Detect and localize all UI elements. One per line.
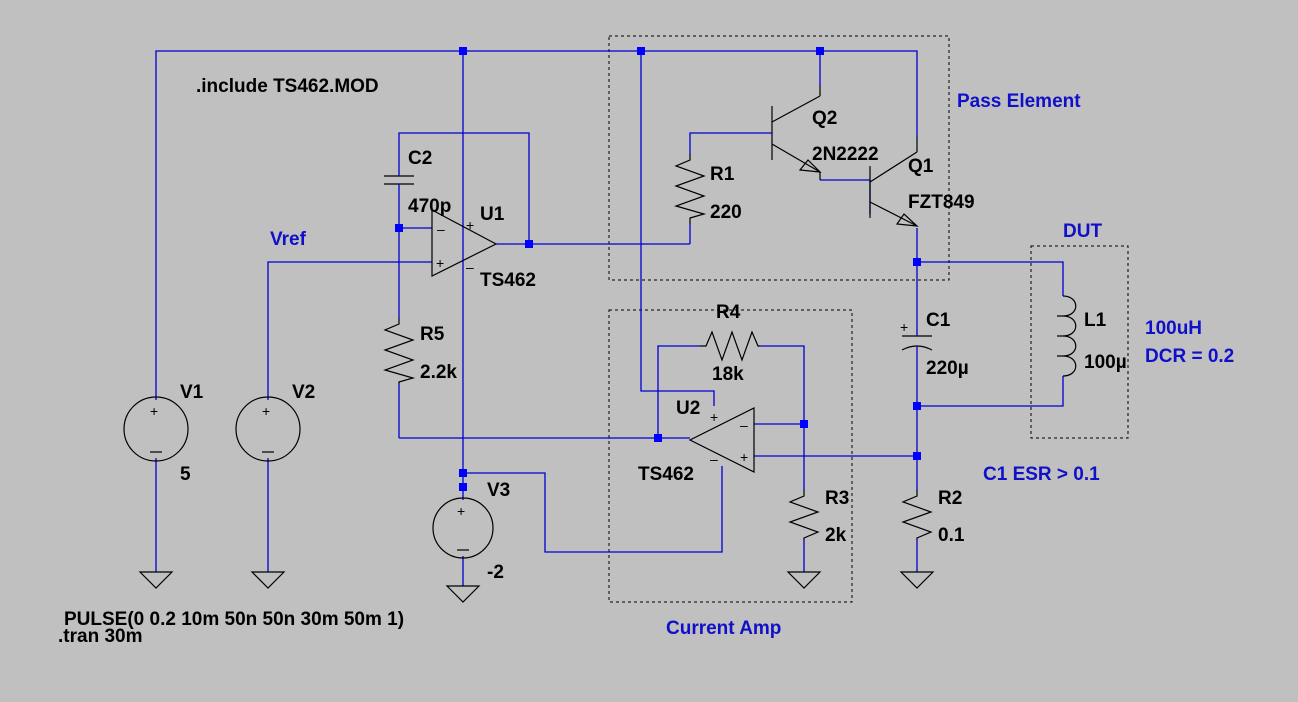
tran-directive: .tran 30m: [58, 626, 142, 647]
resistor-r1-symbol: [674, 154, 707, 224]
dut-label: DUT: [1063, 221, 1102, 242]
r2-name: R2: [938, 488, 962, 509]
l1-value: 100µ: [1084, 352, 1127, 373]
svg-text:–: –: [466, 259, 474, 275]
opamp-u2-symbol: – + + –: [688, 407, 755, 473]
voltage-source-v2-symbol: +: [235, 396, 301, 462]
r5-name: R5: [420, 324, 445, 345]
junctions: [395, 47, 921, 491]
r4-value: 18k: [712, 364, 744, 385]
vref-label: Vref: [270, 229, 307, 250]
capacitor-c2-symbol: [384, 166, 414, 194]
u1-value: TS462: [480, 270, 536, 291]
u1-name: U1: [480, 204, 505, 225]
dcr-label: DCR = 0.2: [1145, 346, 1234, 367]
svg-text:+: +: [710, 409, 718, 425]
current-amp-label: Current Amp: [666, 618, 781, 639]
voltage-source-v3-symbol: +: [432, 497, 494, 559]
pass-element-label: Pass Element: [957, 91, 1081, 112]
transistor-q1-symbol: [869, 137, 919, 227]
v1-value: 5: [180, 464, 191, 485]
svg-text:+: +: [740, 449, 748, 465]
q1-value: FZT849: [908, 192, 975, 213]
v3-value: -2: [487, 562, 504, 583]
svg-text:+: +: [457, 503, 465, 519]
pulse-directive: PULSE(0 0.2 10m 50n 50n 30m 50m 1): [64, 609, 404, 630]
inductor-l1-symbol: [1057, 295, 1077, 377]
svg-text:+: +: [466, 217, 474, 233]
q2-name: Q2: [812, 108, 837, 129]
transistor-q2-symbol: [771, 86, 822, 180]
wires: [155, 50, 1064, 586]
c1-name: C1: [926, 310, 951, 331]
l1-spec-label: 100uH: [1145, 318, 1202, 339]
r4-name: R4: [716, 302, 741, 323]
esr-label: C1 ESR > 0.1: [983, 464, 1100, 485]
svg-text:+: +: [150, 403, 158, 419]
svg-text:+: +: [262, 403, 270, 419]
resistor-r5-symbol: [383, 318, 416, 384]
svg-text:–: –: [710, 451, 718, 467]
svg-text:–: –: [740, 417, 748, 433]
current-amp-box: [608, 309, 853, 603]
l1-name: L1: [1084, 310, 1107, 331]
opamp-u1-symbol: – + + –: [431, 209, 498, 277]
r5-value: 2.2k: [420, 362, 457, 383]
r3-name: R3: [825, 488, 849, 509]
ground-symbols: [138, 571, 935, 603]
u2-value: TS462: [638, 464, 694, 485]
voltage-source-v1-symbol: +: [123, 396, 189, 462]
r1-value: 220: [710, 202, 742, 223]
include-directive: .include TS462.MOD: [196, 76, 379, 97]
u2-name: U2: [676, 398, 700, 419]
r3-value: 2k: [825, 525, 847, 546]
capacitor-c1-symbol: +: [900, 319, 933, 380]
svg-text:+: +: [900, 319, 908, 335]
q1-name: Q1: [908, 156, 934, 177]
v3-name: V3: [487, 480, 510, 501]
resistor-r3-symbol: [788, 490, 820, 540]
resistor-r2-symbol: [901, 490, 933, 540]
svg-text:–: –: [437, 221, 445, 237]
v1-name: V1: [180, 382, 204, 403]
pass-element-box: [608, 35, 950, 281]
c2-value: 470p: [408, 196, 451, 217]
c2-name: C2: [408, 148, 432, 169]
dut-box: [1030, 245, 1129, 439]
r2-value: 0.1: [938, 525, 965, 546]
c1-value: 220µ: [926, 358, 969, 379]
resistor-r4-symbol: [700, 330, 760, 362]
q2-value: 2N2222: [812, 144, 879, 165]
svg-text:+: +: [436, 255, 444, 271]
v2-name: V2: [292, 382, 315, 403]
r1-name: R1: [710, 164, 735, 185]
